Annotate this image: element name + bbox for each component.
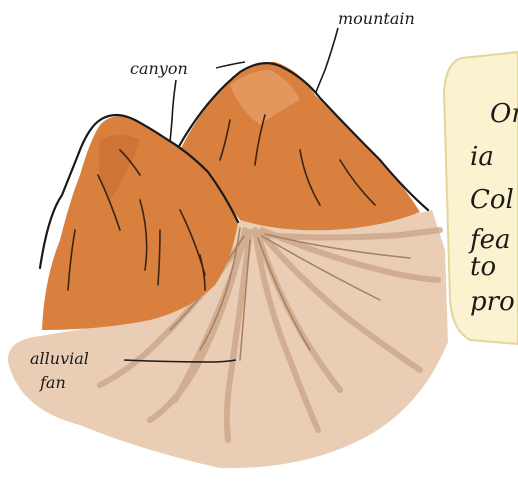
note-line-6: pro [470,287,515,317]
note-line-4: fea [468,225,511,255]
canyon-label: canyon [130,59,188,78]
alluvial-label-line-2: fan [39,373,66,392]
note-line-3: Col [470,185,514,215]
note-line-1: Or [490,99,518,129]
note-card: Or ia Col fea to pro [444,52,518,344]
mountain-leader-line [316,28,338,92]
alluvial-label-line-1: alluvial [30,349,89,368]
note-line-5: to [470,252,496,282]
label-mountain: mountain [316,9,415,92]
note-line-2: ia [470,142,494,172]
mountain-label: mountain [338,9,415,28]
canyon-leader-line [170,80,176,142]
